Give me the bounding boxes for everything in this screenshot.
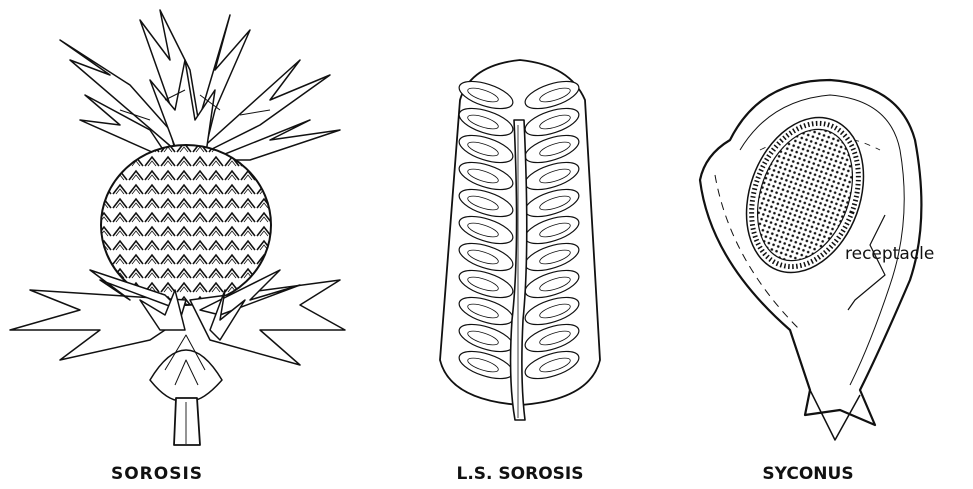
caption-ls-sorosis: L.S. SOROSIS [457,464,584,484]
label-receptacle: receptacle [845,244,934,264]
pineapple-fruit [101,145,271,305]
pineapple-stalk [174,398,200,445]
caption-sorosis: SOROSIS [111,464,203,484]
longitudinal-section-illustration [440,60,600,420]
pineapple-illustration [10,10,345,445]
caption-syconus: SYCONUS [762,464,853,484]
pineapple-crown [60,10,340,160]
